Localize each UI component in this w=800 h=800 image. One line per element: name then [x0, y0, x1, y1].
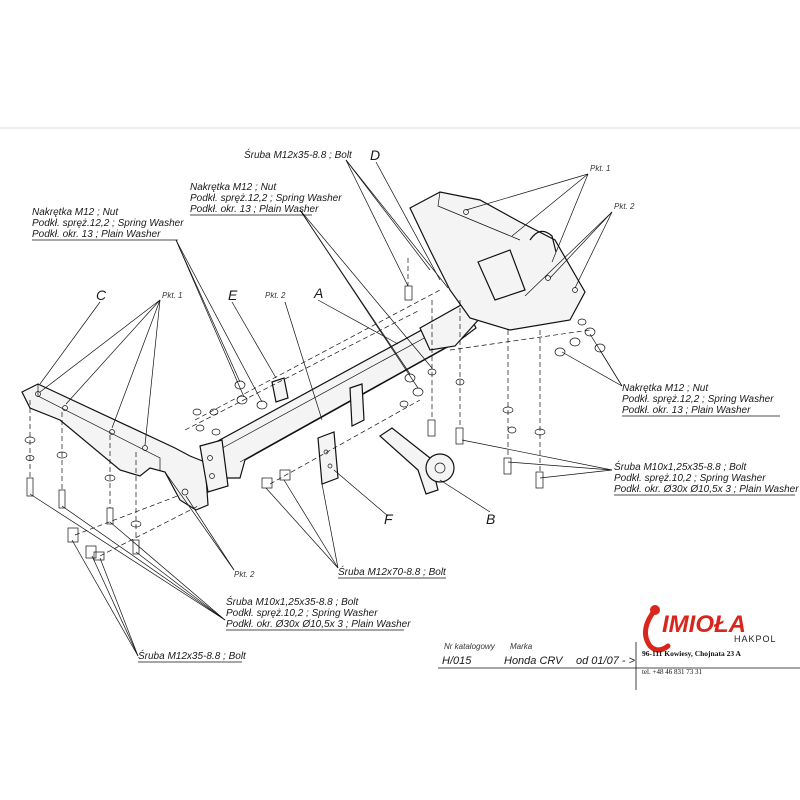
- part-b-label: B: [486, 511, 495, 527]
- pkt1-top-label: Pkt. 1: [590, 164, 610, 173]
- leader-lines: [29, 159, 623, 657]
- nut-right-line2: Podkł. spręż.12,2 ; Spring Washer: [622, 394, 774, 405]
- make-label: Marka: [510, 642, 533, 651]
- nut-right-line1: Nakrętka M12 ; Nut: [622, 383, 709, 394]
- bolt-bottom-line2: Podkł. spręż.10,2 ; Spring Washer: [226, 608, 378, 619]
- part-f-label: F: [384, 511, 394, 527]
- socket-plate-f: [317, 431, 339, 485]
- part-e-label: E: [228, 287, 238, 303]
- catalog-value: H/015: [442, 655, 472, 667]
- catalog-label: Nr katalogowy: [444, 642, 496, 651]
- bolt-top-label: Śruba M12x35-8.8 ; Bolt: [244, 148, 353, 161]
- nut-mid-line1: Nakrętka M12 ; Nut: [190, 182, 277, 193]
- nut-mid-line2: Podkł. spręż.12,2 ; Spring Washer: [190, 193, 342, 204]
- bolt-m12x35-bottom-label: Śruba M12x35-8.8 ; Bolt: [138, 649, 247, 662]
- company-address: 96-111 Kowiesy, Chojnata 23 A: [642, 649, 742, 658]
- logo-sub: HAKPOL: [734, 634, 777, 644]
- nut-left-line1: Nakrętka M12 ; Nut: [32, 207, 119, 218]
- bracket-d-right: [409, 191, 586, 331]
- pkt1-left-label: Pkt. 1: [162, 291, 182, 300]
- title-block: Nr katalogowy H/015 Marka Honda CRV od 0…: [438, 642, 800, 690]
- part-c-label: C: [96, 287, 107, 303]
- crossbar-a: [199, 299, 481, 493]
- bolt-right-line1: Śruba M10x1,25x35-8.8 ; Bolt: [614, 460, 748, 473]
- logo-brand: IMIOŁA: [662, 611, 746, 638]
- pkt2-mid-label: Pkt. 2: [265, 291, 286, 300]
- assembly-lines: [29, 258, 591, 557]
- tow-ball-b: [379, 427, 455, 495]
- company-phone: tel. +48 46 831 73 31: [642, 668, 702, 676]
- nut-right-line3: Podkł. okr. 13 ; Plain Washer: [622, 405, 751, 416]
- bolt-right-line3: Podkł. okr. Ø30x Ø10,5x 3 ; Plain Washer: [614, 484, 799, 495]
- bolt-bottom-line3: Podkł. okr. Ø30x Ø10,5x 3 ; Plain Washer: [226, 619, 411, 630]
- pkt2-top-label: Pkt. 2: [614, 202, 635, 211]
- bolt-bottom-line1: Śruba M10x1,25x35-8.8 ; Bolt: [226, 595, 360, 608]
- imiola-logo: IMIOŁA HAKPOL 96-111 Kowiesy, Chojnata 2…: [642, 605, 777, 676]
- part-d-label: D: [370, 147, 380, 163]
- logo-hook-mark: [643, 611, 671, 653]
- pkt2-bottom-label: Pkt. 2: [234, 570, 255, 579]
- date-value: od 01/07 - >: [576, 655, 636, 667]
- bolt-right-line2: Podkł. spręż.10,2 ; Spring Washer: [614, 473, 766, 484]
- make-value: Honda CRV: [504, 655, 564, 667]
- nut-left-line3: Podkł. okr. 13 ; Plain Washer: [32, 229, 161, 240]
- nut-left-line2: Podkł. spręż.12,2 ; Spring Washer: [32, 218, 184, 229]
- bolt-m12x70-label: Śruba M12x70-8.8 ; Bolt: [338, 565, 447, 578]
- hardware: [24, 285, 606, 561]
- nut-mid-line3: Podkł. okr. 13 ; Plain Washer: [190, 204, 319, 215]
- bracket-c-left: [21, 383, 209, 511]
- bracket-e: [271, 377, 289, 403]
- part-a-label: A: [313, 285, 323, 301]
